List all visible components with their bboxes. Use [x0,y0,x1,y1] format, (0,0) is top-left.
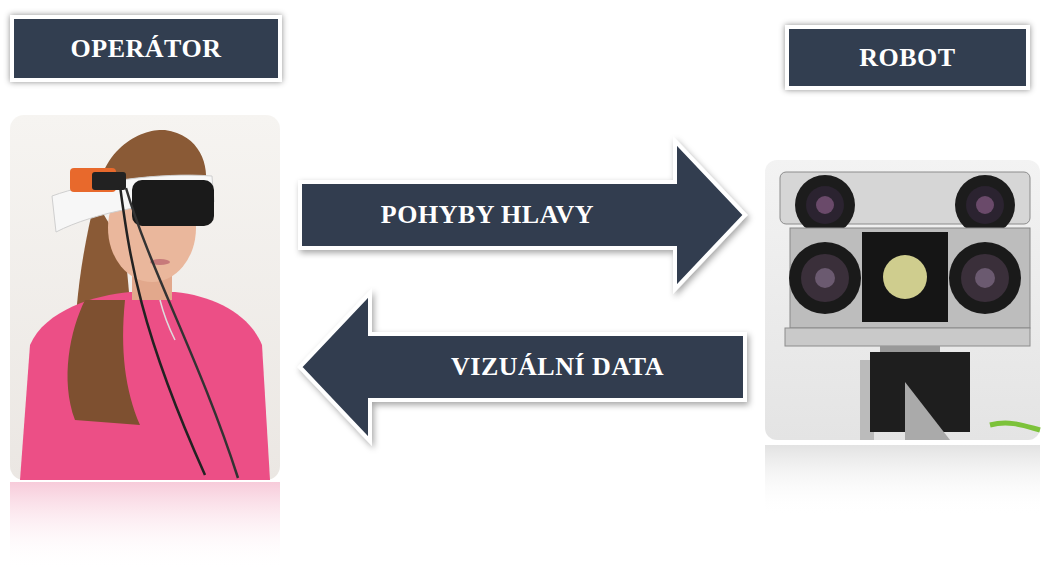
arrow-label: POHYBY HLAVY [381,201,594,230]
necklace [160,300,175,340]
thermal-camera [862,232,948,322]
camera [795,175,855,235]
reflection [765,445,1040,515]
camera-lens [815,268,835,288]
reflection [10,482,280,570]
hair [68,300,140,425]
thermal-lens [883,255,927,299]
camera-lens [806,186,844,224]
shirt [20,292,270,480]
bracket [905,382,950,440]
cable [990,423,1040,430]
operator-photo [10,115,280,570]
camera-lens [976,196,994,214]
block-arrow [300,293,745,441]
actor-panel: ROBOT [745,25,1040,445]
camera [955,175,1015,235]
headset-visor [132,180,214,226]
camera-lens [975,268,995,288]
actor-heading: ROBOT [785,25,1030,90]
arrow-label: VIZUÁLNÍ DATA [451,353,664,382]
photo-ground [765,160,1040,440]
block-arrow [300,141,745,289]
camera [949,242,1021,314]
camera-lens [966,186,1004,224]
camera-lens [801,254,849,302]
robot-photo [765,160,1040,515]
camera-lens [961,254,1009,302]
camera-lens [816,196,834,214]
cable [120,186,205,475]
camera [789,242,861,314]
bottom-plate [785,328,1030,346]
actor-panel: OPERÁTOR [10,15,300,485]
frame [790,228,1030,328]
cable [126,188,238,478]
actor-heading: OPERÁTOR [10,15,282,82]
photo-ground [10,115,280,480]
